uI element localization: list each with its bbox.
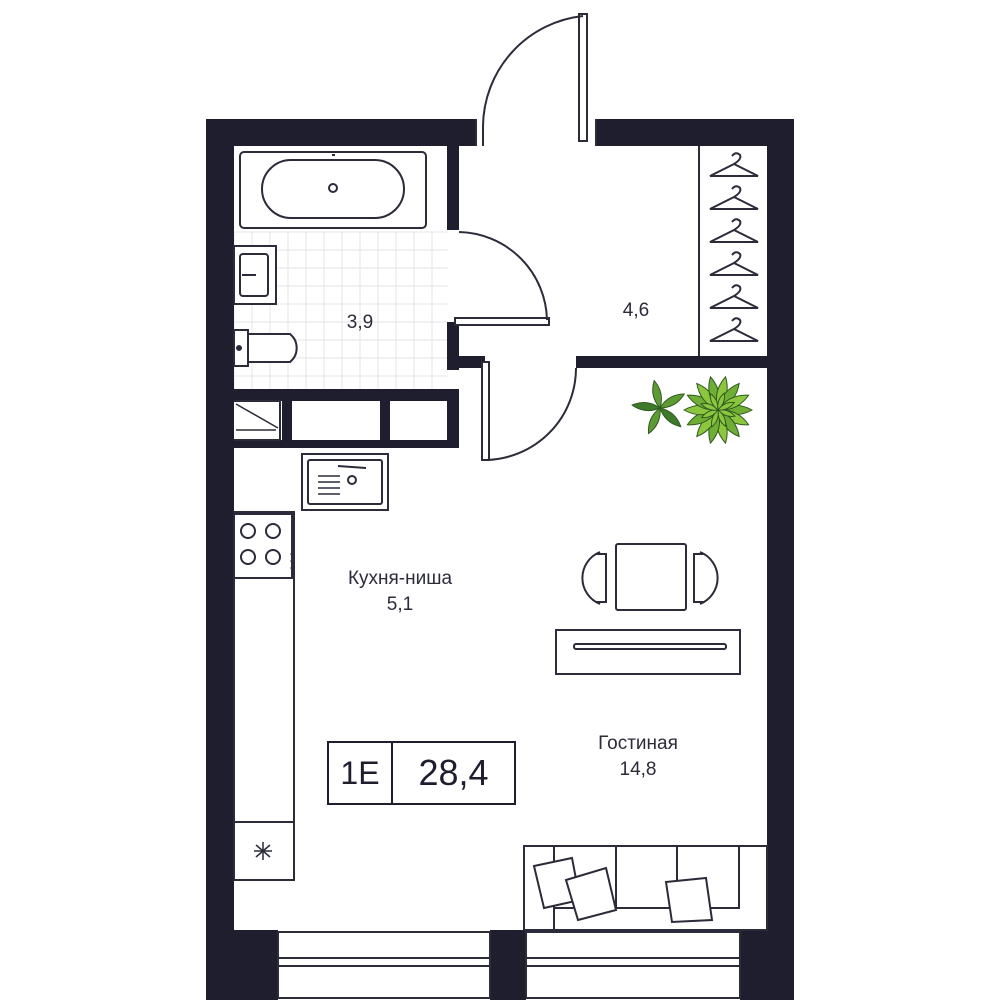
living-door-icon [481,361,577,461]
tv-console-icon [555,629,741,675]
stove-icon [233,513,294,579]
entrance-door-icon [482,13,588,146]
living-name: Гостиная [598,733,678,754]
walls [206,119,794,1000]
sink-icon [233,245,277,305]
bathroom-tile-floor [233,231,448,392]
bathroom-area-label: 3,9 [346,312,374,333]
window-icon [277,931,741,999]
hanger-icon [709,317,759,342]
kitchen-area: 5,1 [386,594,414,615]
bathroom-door-icon [454,231,550,326]
apartment-total-area: 28,4 [418,752,489,793]
toilet-icon [233,329,298,367]
sofa-icon [523,845,768,931]
hanger-icon [709,251,759,276]
living-area: 14,8 [619,759,657,780]
bathtub-icon [239,151,427,229]
door-jambs [475,119,597,146]
kitchen-sink-icon [301,453,389,511]
apartment-code: 1E [329,743,393,803]
wardrobe [698,146,759,356]
hall-area-label: 4,6 [622,300,650,321]
hanger-icon [709,152,759,177]
plant-icon [631,375,754,586]
dining-table-icon [581,543,719,611]
kitchen-name: Кухня-ниша [347,568,453,589]
hanger-icon [709,218,759,243]
hanger-icon [709,185,759,210]
fridge-icon [233,821,295,881]
apartment-badge: 1E 28,4 [327,741,516,805]
kitchen-niche-shelf [234,400,281,441]
living-label: Гостиная 14,8 [568,731,708,783]
kitchen-label: Кухня-ниша 5,1 [320,566,480,618]
hanger-icon [709,284,759,309]
